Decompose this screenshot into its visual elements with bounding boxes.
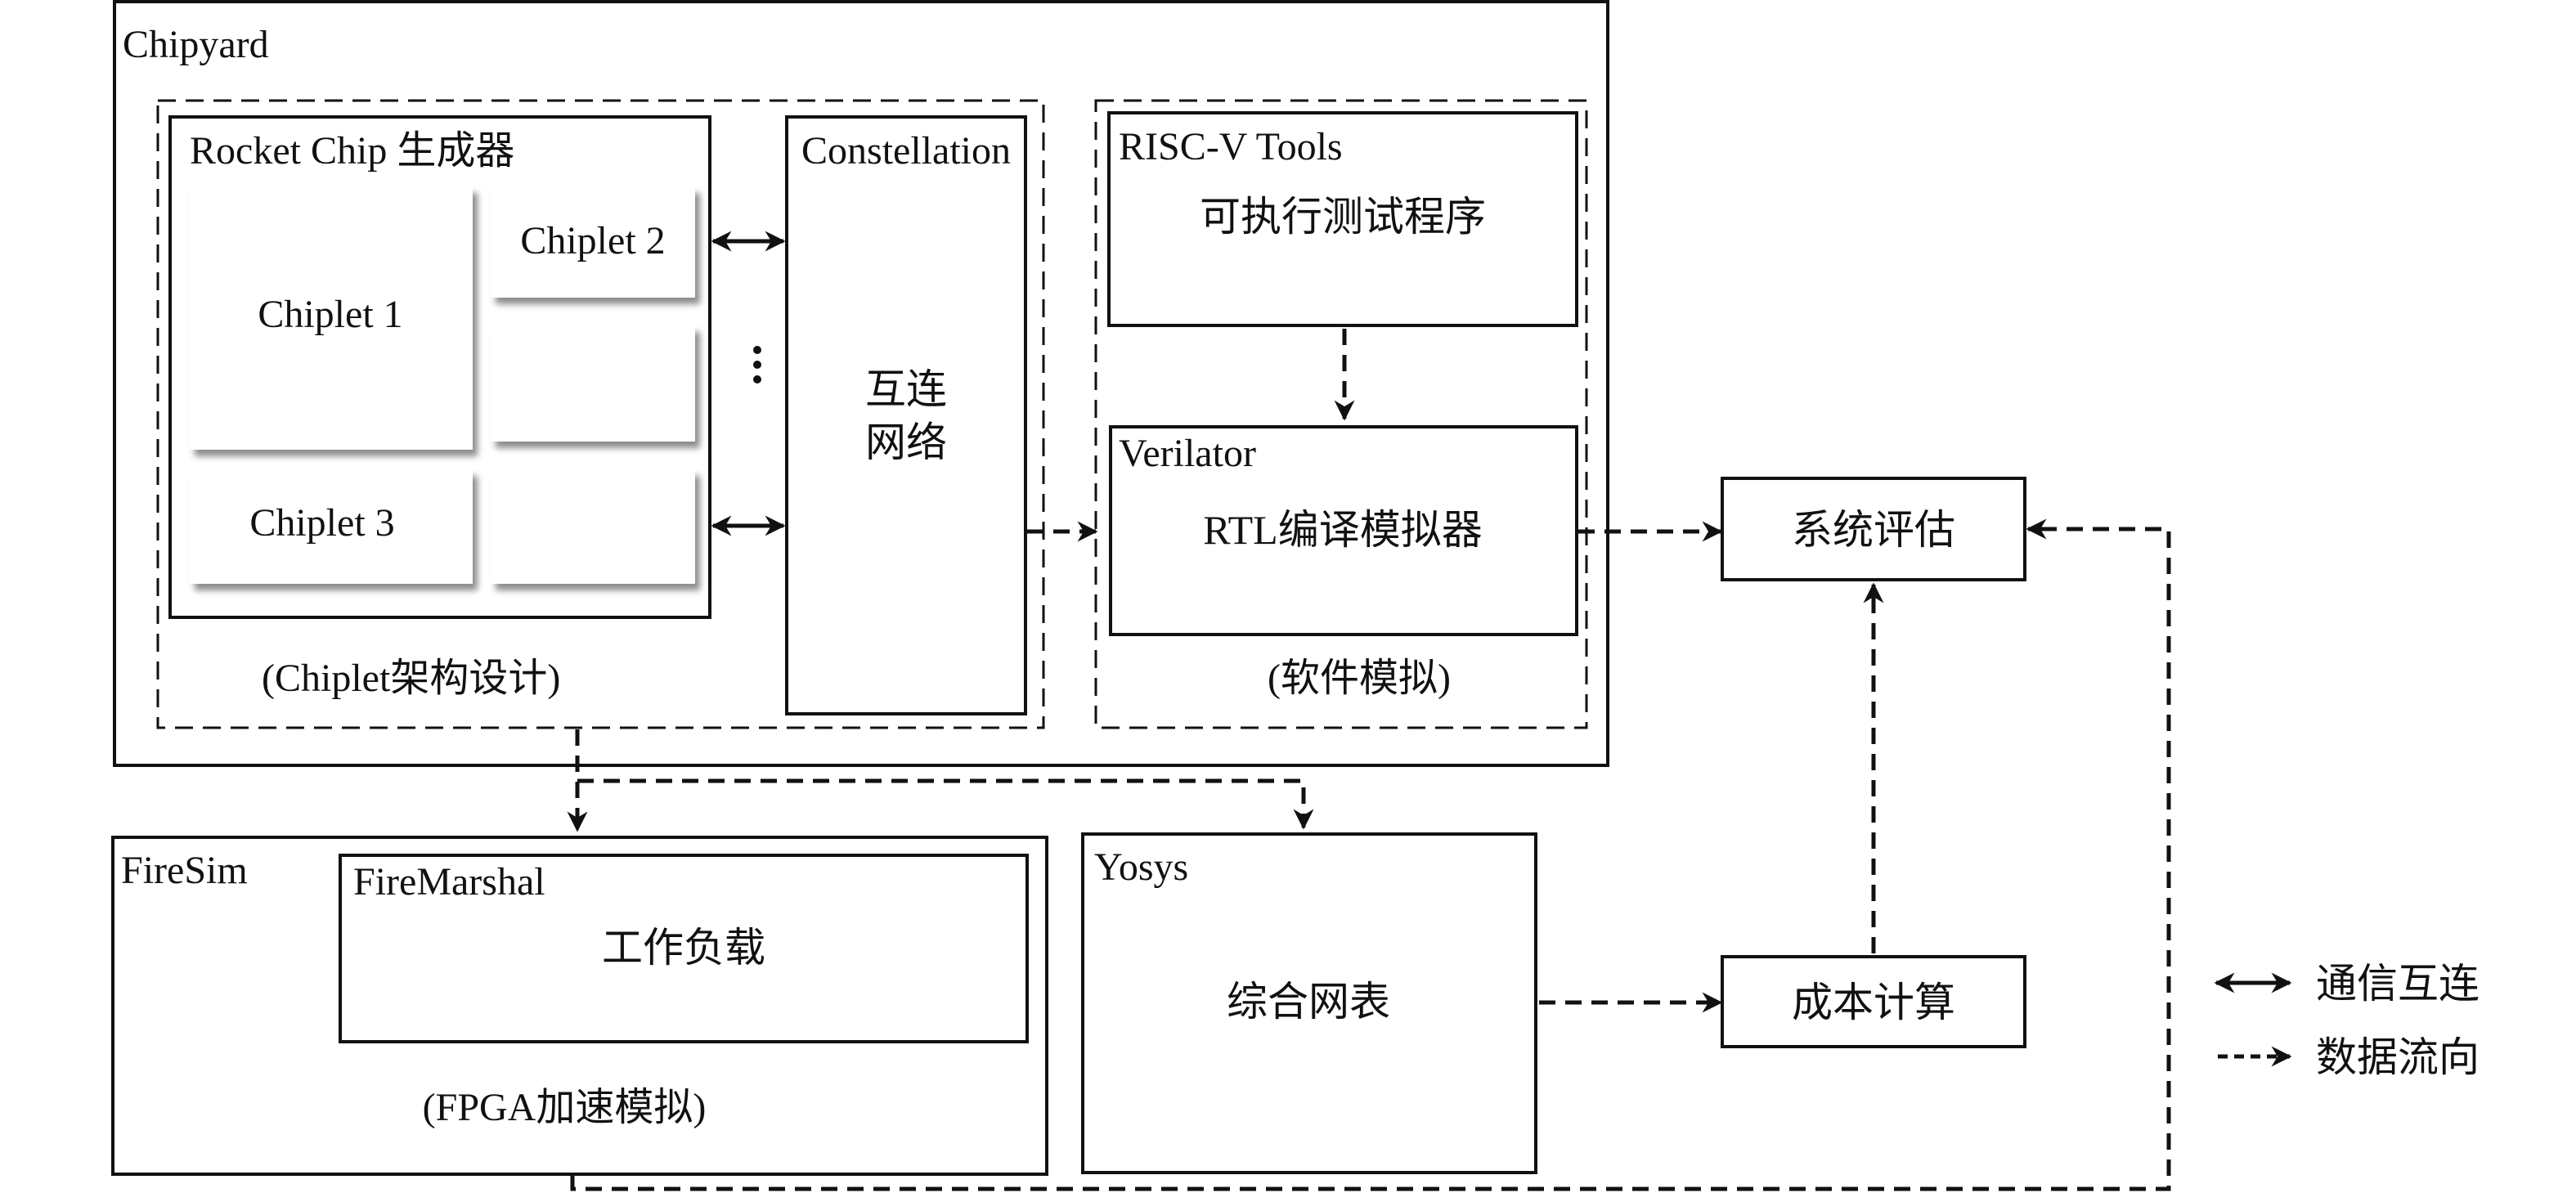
network-text: 网络: [865, 419, 947, 465]
legend-label-dataflow: 数据流向: [2316, 1034, 2480, 1080]
yosys-box: Yosys 综合网表: [1081, 832, 1537, 1174]
riscv-tools-label: RISC-V Tools: [1119, 125, 1343, 168]
software-sim-caption: (软件模拟): [1268, 657, 1451, 700]
rtl-simulator-text: RTL编译模拟器: [1203, 507, 1482, 553]
cost-calc-label: 成本计算: [1792, 980, 1955, 1025]
legend-label-comm: 通信互连: [2316, 961, 2480, 1007]
feedback-flow-arrow: [570, 518, 2171, 1191]
workload-text: 工作负载: [602, 925, 765, 971]
chiplet-2-label: Chiplet 2: [520, 219, 665, 262]
system-eval-box: 系统评估: [1721, 477, 2026, 581]
chiplet-empty-tile: [491, 325, 695, 442]
cost-calc-box: 成本计算: [1721, 955, 2026, 1048]
flow-arrow: [577, 778, 1314, 830]
chiplet-empty-tile: [491, 469, 695, 584]
software-sim-group: (软件模拟): [1094, 99, 1588, 729]
chiplet-design-caption: (Chiplet架构设计): [262, 657, 560, 700]
system-eval-label: 系统评估: [1792, 507, 1955, 553]
chiplet-2-tile: [491, 186, 695, 298]
firemarshal-label: FireMarshal: [353, 860, 545, 904]
constellation-box: Constellation 互连 网络: [785, 115, 1027, 715]
chiplet-3-label: Chiplet 3: [249, 501, 394, 545]
firesim-label: FireSim: [121, 849, 248, 892]
yosys-label: Yosys: [1094, 845, 1188, 889]
verilator-label: Verilator: [1119, 432, 1256, 475]
rocket-chip-box: Rocket Chip 生成器 Chiplet 1 Chiplet 2 Chip…: [168, 115, 711, 619]
chiplet-design-group: (Chiplet架构设计): [156, 99, 1045, 729]
chipyard-label: Chipyard: [123, 23, 269, 66]
riscv-tools-box: RISC-V Tools 可执行测试程序: [1107, 111, 1578, 327]
executable-test-text: 可执行测试程序: [1200, 194, 1486, 240]
chiplet-1-label: Chiplet 1: [258, 293, 402, 336]
synthesis-netlist-text: 综合网表: [1227, 979, 1390, 1025]
chiplet-1-tile: [190, 186, 473, 450]
firemarshal-box: FireMarshal 工作负载: [339, 854, 1029, 1043]
ellipsis-icon: [753, 346, 761, 383]
firesim-caption: (FPGA加速模拟): [423, 1086, 707, 1129]
rocket-chip-label: Rocket Chip 生成器: [190, 129, 514, 173]
verilator-box: Verilator RTL编译模拟器: [1109, 425, 1578, 636]
constellation-label: Constellation: [801, 129, 1011, 173]
interconnect-text: 互连: [865, 366, 947, 412]
chiplet-3-tile: [190, 469, 473, 584]
legend: 通信互连 数据流向: [2214, 961, 2480, 1080]
